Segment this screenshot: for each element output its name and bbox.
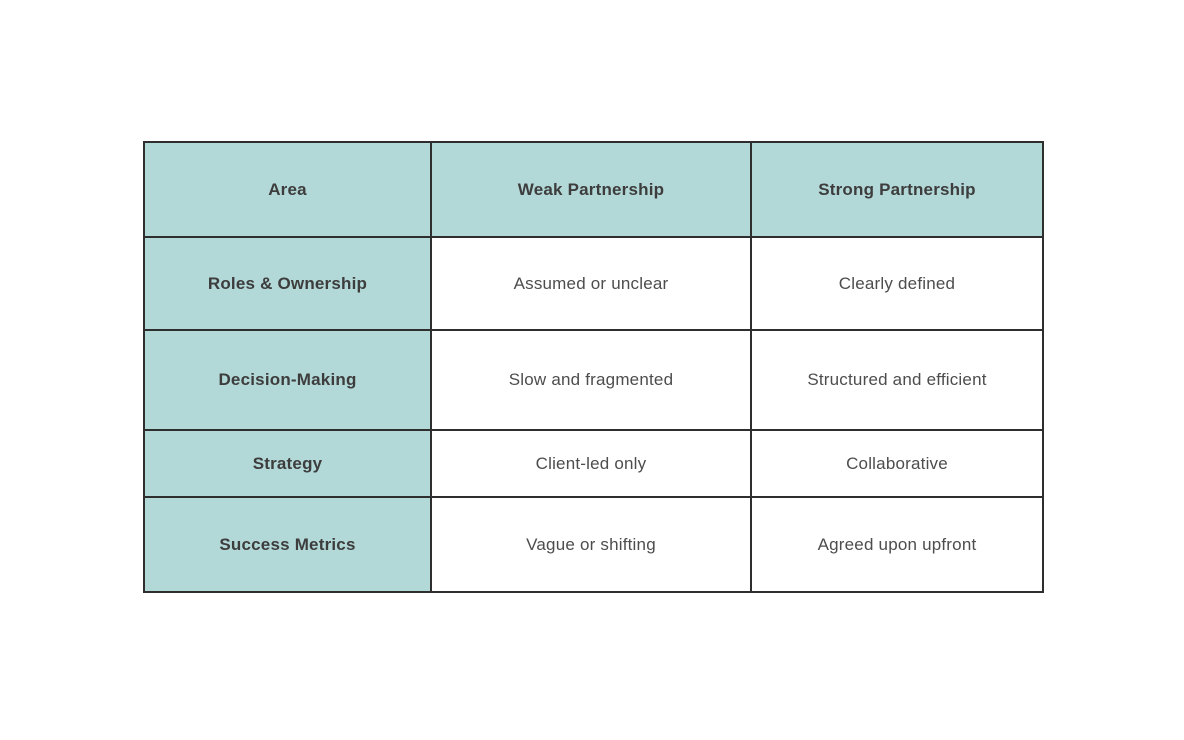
strong-cell-success-metrics: Agreed upon upfront xyxy=(750,496,1044,593)
strong-cell-strategy: Collaborative xyxy=(750,429,1044,498)
row-label-success-metrics: Success Metrics xyxy=(143,496,432,593)
header-row: Area Weak Partnership Strong Partnership xyxy=(143,141,1044,238)
weak-cell-success-metrics: Vague or shifting xyxy=(430,496,752,593)
header-cell-weak-partnership: Weak Partnership xyxy=(430,141,752,238)
table-row: Strategy Client-led only Collaborative xyxy=(143,429,1044,498)
weak-cell-roles-ownership: Assumed or unclear xyxy=(430,236,752,331)
table-row: Roles & Ownership Assumed or unclear Cle… xyxy=(143,236,1044,331)
strong-cell-decision-making: Structured and efficient xyxy=(750,329,1044,431)
row-label-decision-making: Decision-Making xyxy=(143,329,432,431)
strong-cell-roles-ownership: Clearly defined xyxy=(750,236,1044,331)
weak-cell-strategy: Client-led only xyxy=(430,429,752,498)
row-label-strategy: Strategy xyxy=(143,429,432,498)
row-label-roles-ownership: Roles & Ownership xyxy=(143,236,432,331)
table-row: Success Metrics Vague or shifting Agreed… xyxy=(143,496,1044,593)
weak-cell-decision-making: Slow and fragmented xyxy=(430,329,752,431)
header-cell-strong-partnership: Strong Partnership xyxy=(750,141,1044,238)
partnership-comparison-table: Area Weak Partnership Strong Partnership… xyxy=(143,141,1044,593)
table-row: Decision-Making Slow and fragmented Stru… xyxy=(143,329,1044,431)
header-cell-area: Area xyxy=(143,141,432,238)
